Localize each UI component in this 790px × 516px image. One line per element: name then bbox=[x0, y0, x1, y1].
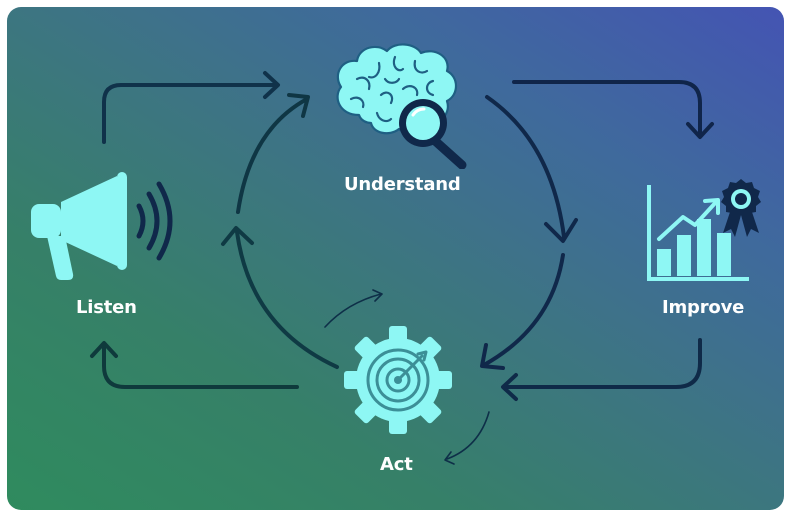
arrowhead-arc-right-lower bbox=[480, 343, 505, 370]
cycle-diagram-card: Understand Improve bbox=[7, 7, 784, 510]
arrow-improve-to-act bbox=[502, 338, 702, 389]
cycle-arrows bbox=[90, 71, 714, 465]
arrowhead-improve-to-act bbox=[501, 373, 518, 401]
arrowhead-arc-right-upper bbox=[544, 218, 578, 243]
listen-label: Listen bbox=[76, 297, 137, 318]
arrowhead-arc-left-lower bbox=[221, 226, 254, 246]
spin-arrow-bottom bbox=[446, 411, 490, 460]
improve-label: Improve bbox=[662, 297, 745, 318]
act-label: Act bbox=[380, 454, 413, 475]
arc-right-lower bbox=[482, 253, 565, 367]
arrowhead-understand-to-improve bbox=[686, 122, 714, 139]
growth-chart-award-icon bbox=[647, 179, 761, 281]
megaphone-icon bbox=[31, 172, 173, 280]
arrow-act-to-listen bbox=[102, 343, 299, 389]
arrowhead-arc-left-upper bbox=[287, 93, 310, 118]
brain-magnifier-icon bbox=[336, 43, 467, 169]
arc-right-upper bbox=[485, 95, 566, 239]
spin-arrowhead-top bbox=[372, 289, 383, 302]
gear-target-icon bbox=[344, 326, 452, 434]
spin-arrowhead-bottom bbox=[444, 451, 455, 465]
arrowhead-listen-to-understand bbox=[263, 71, 280, 99]
arrowhead-act-to-listen bbox=[90, 341, 118, 358]
understand-label: Understand bbox=[344, 174, 461, 195]
arc-left-upper bbox=[236, 97, 309, 214]
arrow-listen-to-understand bbox=[102, 83, 279, 144]
arc-left-lower bbox=[235, 230, 339, 369]
arrow-understand-to-improve bbox=[512, 80, 702, 137]
spin-arrow-top bbox=[324, 293, 382, 328]
